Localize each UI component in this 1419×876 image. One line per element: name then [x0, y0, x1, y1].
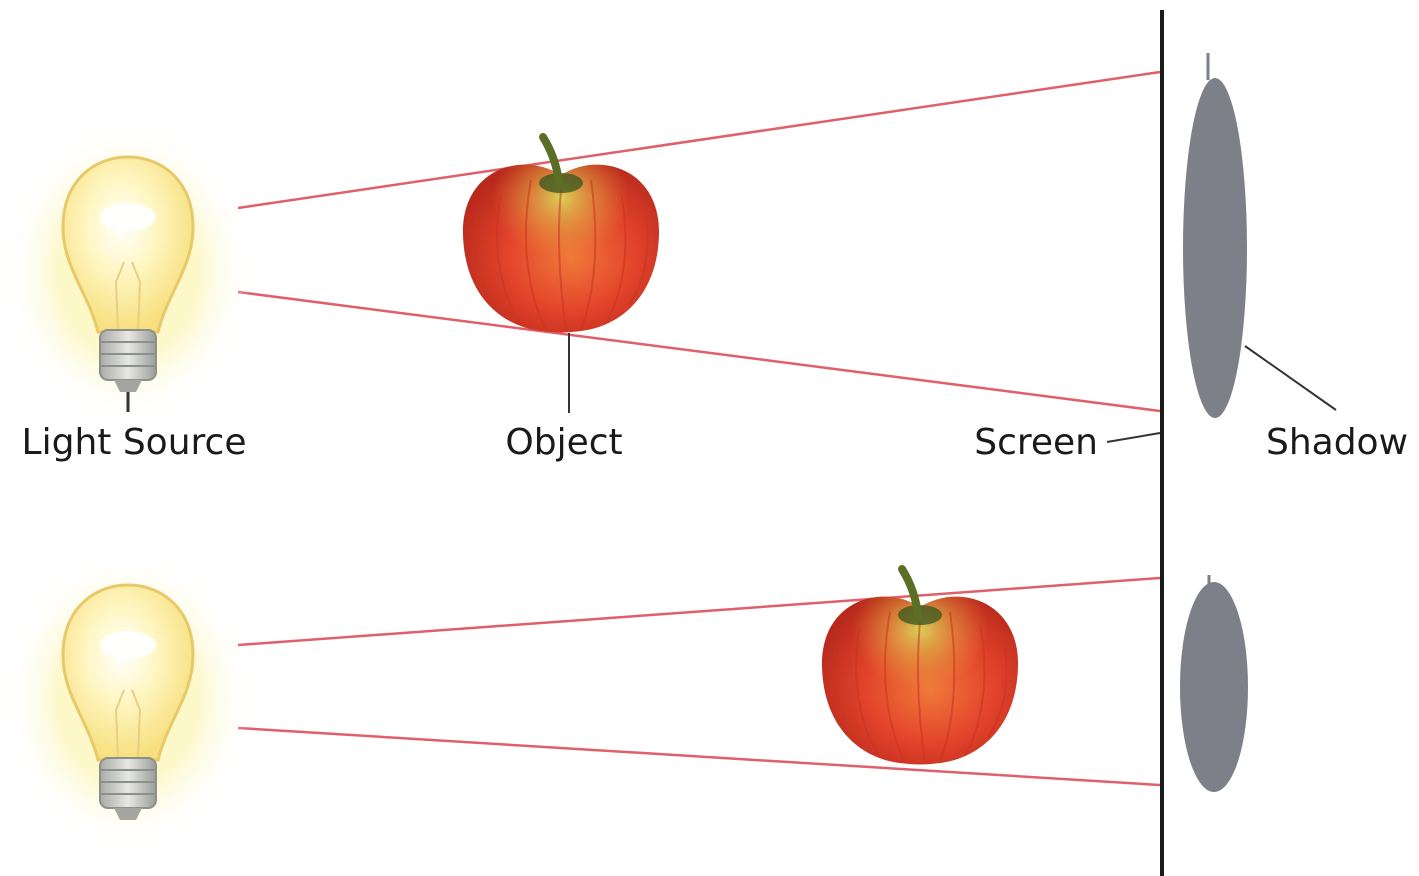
lower-light-ray [237, 726, 1161, 787]
light-bulb-icon [1, 548, 255, 852]
apple-icon [463, 137, 659, 333]
upper-light-ray [237, 70, 1161, 210]
object-label: Object [505, 422, 622, 463]
shadow-pointer [1244, 345, 1337, 411]
upper-light-ray [237, 576, 1161, 647]
light-bulb-icon [1, 120, 255, 424]
bottom-scene [1, 548, 1248, 852]
shadow-small [1180, 582, 1248, 792]
light-source-label: Light Source [22, 422, 247, 463]
shadow-label: Shadow [1266, 422, 1408, 463]
shadow-large [1183, 78, 1247, 418]
screen-label: Screen [974, 422, 1098, 463]
screen-pointer [1106, 432, 1161, 443]
apple-icon [822, 569, 1018, 765]
lower-light-ray [237, 290, 1161, 413]
top-scene [1, 53, 1337, 443]
